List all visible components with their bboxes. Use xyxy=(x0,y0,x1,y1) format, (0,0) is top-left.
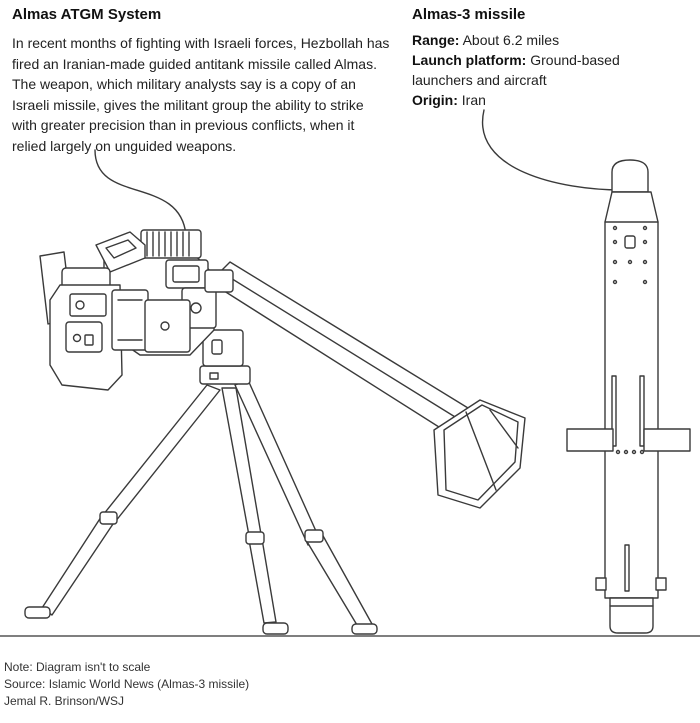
spec-launch-platform-value: Ground-based launchers and aircraft xyxy=(412,52,620,88)
footer-note: Note: Diagram isn't to scale xyxy=(4,660,151,674)
spec-origin-label: Origin: xyxy=(412,92,458,108)
launcher-tube xyxy=(210,262,525,508)
tripod xyxy=(25,330,377,634)
spec-launch-platform: Launch platform: Ground-based launchers … xyxy=(412,50,662,90)
system-title: Almas ATGM System xyxy=(12,6,162,23)
sight-control-unit xyxy=(40,230,233,390)
system-description: In recent months of fighting with Israel… xyxy=(12,35,390,154)
leader-line-missile xyxy=(483,110,622,190)
missile-title: Almas-3 missile xyxy=(412,6,526,23)
spec-origin-value: Iran xyxy=(461,92,486,108)
spec-range-value: About 6.2 miles xyxy=(462,32,560,48)
spec-range: Range: About 6.2 miles xyxy=(412,30,662,50)
spec-origin: Origin: Iran xyxy=(412,90,662,110)
spec-launch-platform-label: Launch platform: xyxy=(412,52,527,68)
footer-credit: Jemal R. Brinson/WSJ xyxy=(4,694,125,708)
leader-line-system xyxy=(95,150,186,235)
footer: Note: Diagram isn't to scale Source: Isl… xyxy=(4,659,249,710)
spec-range-label: Range: xyxy=(412,32,460,48)
almas-3-missile xyxy=(567,160,690,633)
missile-specs: Range: About 6.2 miles Launch platform: … xyxy=(412,30,662,110)
footer-source: Source: Islamic World News (Almas-3 miss… xyxy=(4,677,250,691)
